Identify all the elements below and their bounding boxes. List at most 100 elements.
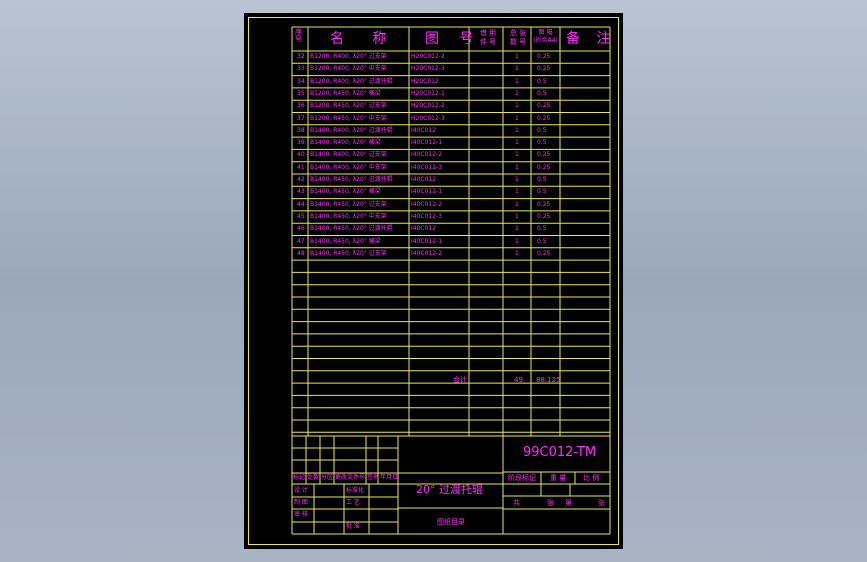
row-name: B1200, R450, λ20° 过支架: [310, 102, 387, 110]
catalog-label: 图纸目录: [437, 518, 465, 526]
row-drawing-no: I40C012-2: [411, 151, 443, 159]
row-seq: 36: [297, 102, 305, 110]
row-size: 0.25: [537, 53, 551, 60]
row-size: 0.5: [537, 176, 547, 183]
row-drawing-no: I40C012-1: [411, 139, 443, 147]
row-name: B1400, R450, λ20° 过支架: [310, 249, 387, 257]
row-size: 0.5: [537, 237, 547, 245]
row-drawing-no: H20C012-3: [411, 114, 445, 122]
row-size: 0.5: [537, 126, 547, 134]
row-size: 0.5: [537, 89, 547, 97]
sheet-word-1: 张: [547, 499, 554, 507]
row-seq: 43: [297, 188, 305, 196]
row-name: B1200, R400, λ20° 过渡托辊: [310, 77, 393, 85]
rev-count: 处数: [307, 474, 320, 481]
header-size: 图 幅 (折合A4): [533, 29, 558, 45]
row-size: 0.25: [537, 151, 551, 159]
drawing-code: 99C012-TM: [523, 445, 597, 460]
row-drawing-no: H20C012: [411, 77, 439, 85]
row-size: 0.5: [537, 77, 547, 85]
row-drawing-no: I40C012-3: [411, 212, 443, 220]
drawing-frame: [248, 17, 619, 545]
row-drawing-no: I40C012: [411, 225, 437, 233]
row-seq: 45: [297, 212, 305, 220]
header-notes: 备 注: [566, 31, 617, 47]
row-size: 0.5: [537, 188, 547, 196]
row-seq: 34: [297, 77, 305, 85]
row-drawing-no: I40C012-2: [411, 200, 443, 208]
row-name: B1400, R400, λ20° 过渡托辊: [310, 126, 393, 134]
row-size: 0.25: [537, 65, 551, 73]
row-seq: 42: [297, 176, 305, 183]
row-size: 0.25: [537, 200, 551, 208]
sheet-no-label: 第: [565, 499, 572, 507]
header-borrow: 借 用 件 号: [479, 29, 497, 47]
row-qty: 1: [515, 102, 519, 110]
header-drawing-no: 图 号: [425, 31, 482, 47]
row-drawing-no: I40C012-3: [411, 163, 443, 171]
row-drawing-no: I40C012-2: [411, 249, 443, 257]
row-name: B1400, R450, λ20° 横梁: [310, 237, 381, 245]
row-qty: 1: [515, 200, 519, 208]
row-seq: 37: [297, 114, 305, 122]
design-label: 设 计: [294, 487, 308, 494]
row-name: B1400, R450, λ20° 横梁: [310, 188, 381, 196]
rev-doc: 更改文件号: [335, 474, 366, 481]
row-name: B1400, R400, λ20° 中支架: [310, 163, 387, 171]
row-seq: 48: [297, 249, 305, 257]
row-seq: 44: [297, 200, 305, 208]
total-size: 88.125: [536, 376, 561, 384]
row-qty: 1: [515, 114, 519, 122]
row-drawing-no: H20C012-2: [411, 53, 445, 60]
row-drawing-no: H20C012-1: [411, 89, 445, 97]
row-name: B1400, R450, λ20° 过支架: [310, 200, 387, 208]
row-drawing-no: I40C012-1: [411, 237, 443, 245]
row-seq: 47: [297, 237, 305, 245]
header-seq: 序号: [295, 28, 302, 43]
total-label: 合计: [453, 376, 467, 384]
process-label: 工 艺: [346, 499, 360, 506]
rev-date: 年月日: [380, 474, 399, 481]
row-qty: 1: [515, 237, 519, 245]
row-size: 0.25: [537, 114, 551, 122]
total-count: 49: [514, 376, 523, 384]
approve-label: 批 准: [346, 523, 360, 530]
row-name: B1200, R400, λ20° 中支架: [310, 65, 387, 73]
row-qty: 1: [515, 139, 519, 147]
row-seq: 46: [297, 225, 305, 233]
weight-label: 重 量: [550, 474, 567, 482]
row-drawing-no: I40C012: [411, 176, 437, 183]
audit-label: 审 核: [294, 511, 308, 518]
header-name: 名 称: [330, 31, 399, 47]
rev-sign: 签名: [367, 474, 380, 481]
row-name: B1400, R450, λ20° 中支架: [310, 212, 387, 220]
row-size: 0.25: [537, 163, 551, 171]
row-name: B1400, R400, λ20° 横梁: [310, 139, 381, 147]
row-name: B1200, R450, λ20° 中支架: [310, 114, 387, 122]
sheet-total-label: 共: [513, 499, 520, 507]
rev-zone: 分区: [321, 474, 334, 481]
row-seq: 33: [297, 65, 305, 73]
row-qty: 1: [515, 126, 519, 134]
row-size: 0.25: [537, 102, 551, 110]
row-qty: 1: [515, 65, 519, 73]
row-drawing-no: H20C012-3: [411, 65, 445, 73]
row-qty: 1: [515, 249, 519, 257]
row-qty: 1: [515, 89, 519, 97]
row-seq: 38: [297, 126, 305, 134]
row-qty: 1: [515, 151, 519, 159]
row-name: B1400, R400, λ20° 过支架: [310, 151, 387, 159]
row-qty: 1: [515, 176, 519, 183]
row-qty: 1: [515, 53, 519, 60]
row-seq: 32: [297, 53, 305, 60]
row-qty: 1: [515, 77, 519, 85]
scale-label: 比 例: [583, 474, 600, 482]
row-seq: 35: [297, 89, 305, 97]
row-size: 0.25: [537, 249, 551, 257]
row-name: B1400, R450, λ20° 过渡托辊: [310, 225, 393, 233]
row-name: B1400, R450, λ20° 过渡托辊: [310, 176, 393, 183]
rev-mark: 标记: [293, 474, 306, 481]
row-name: B1200, R450, λ20° 横梁: [310, 89, 381, 97]
drawing-title: 20° 过渡托辊: [416, 483, 483, 496]
